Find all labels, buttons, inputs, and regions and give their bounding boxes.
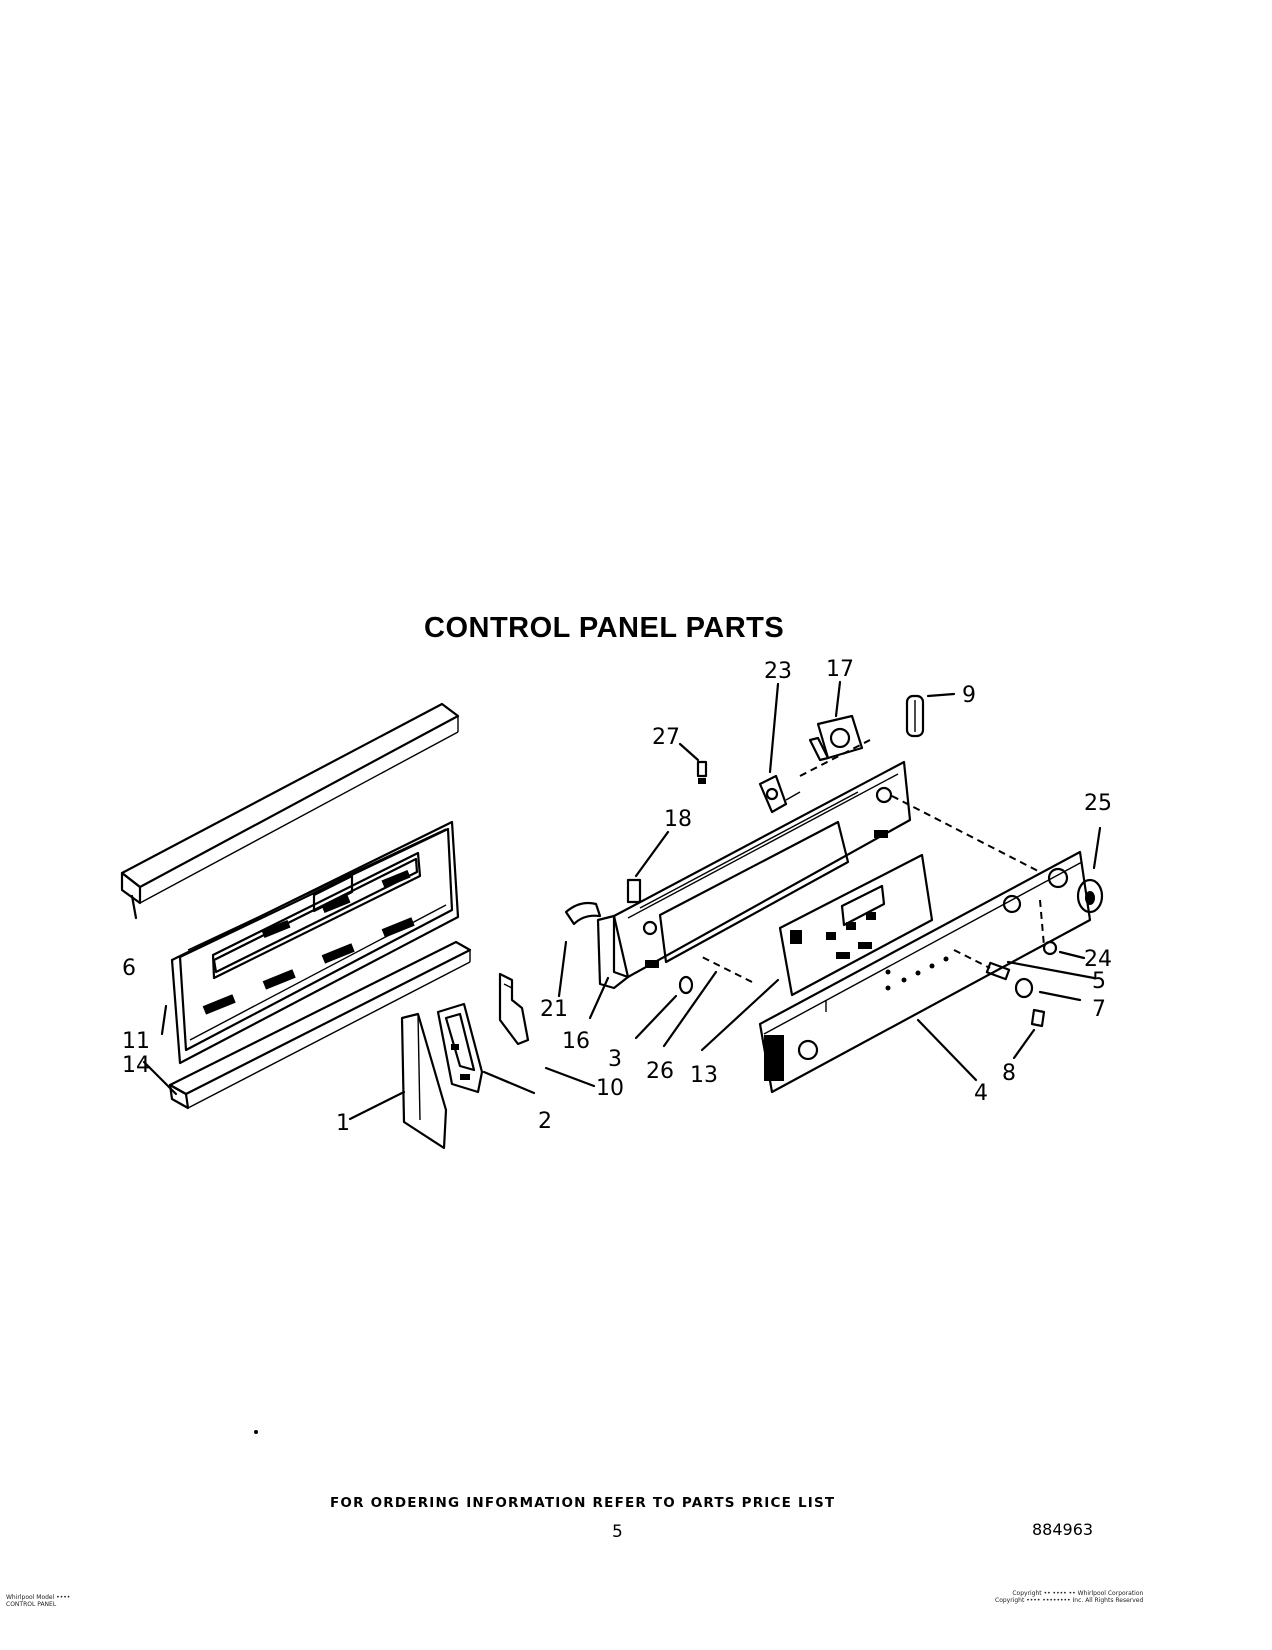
part-knob-large	[1076, 878, 1104, 914]
callout-17: 17	[826, 657, 854, 682]
fine-print-right-line2: Copyright •••• •••••••• Inc. All Rights …	[995, 1597, 1144, 1604]
document-code: 884963	[1032, 1520, 1094, 1539]
part-end-cap	[400, 1012, 448, 1150]
part-bracket	[498, 972, 530, 1046]
callout-16: 16	[562, 1029, 590, 1054]
fine-print-left-line2: CONTROL PANEL	[6, 1601, 57, 1608]
callout-24: 24	[1084, 947, 1112, 972]
part-timer-switch	[808, 714, 864, 762]
part-connector	[564, 901, 602, 926]
part-mounting-channel	[596, 760, 912, 990]
fine-print-left: Whirlpool Model •••• CONTROL PANEL	[6, 1594, 70, 1608]
callout-1: 1	[336, 1111, 350, 1136]
callout-7: 7	[1092, 997, 1106, 1022]
callout-6: 6	[122, 956, 136, 981]
alignment-lines	[699, 739, 1045, 983]
part-indicator-lamp	[905, 694, 925, 738]
page-number: 5	[612, 1522, 623, 1542]
part-end-bracket	[436, 1002, 484, 1094]
part-grommet	[678, 975, 694, 995]
callout-8: 8	[1002, 1061, 1016, 1086]
callout-2: 2	[538, 1109, 552, 1134]
part-infinite-switch	[758, 774, 801, 814]
page-title: CONTROL PANEL PARTS	[424, 612, 785, 644]
callout-10: 10	[596, 1076, 624, 1101]
callout-25: 25	[1084, 791, 1112, 816]
callout-21: 21	[540, 997, 568, 1022]
part-back-panel	[170, 820, 460, 1065]
stray-mark	[254, 1430, 258, 1434]
callout-13: 13	[690, 1063, 718, 1088]
callout-11: 11	[122, 1029, 150, 1054]
callout-3: 3	[608, 1047, 622, 1072]
fine-print-left-line1: Whirlpool Model ••••	[6, 1594, 71, 1601]
callout-23: 23	[764, 659, 792, 684]
leader-lines	[130, 680, 1102, 1121]
part-small-hardware	[985, 940, 1058, 1028]
part-trim-strip	[120, 702, 460, 905]
callout-9: 9	[962, 683, 976, 708]
callout-14: 14	[122, 1053, 150, 1078]
part-clip	[696, 760, 708, 784]
part-control-board	[778, 853, 934, 997]
part-clip-small	[626, 878, 642, 904]
callout-27: 27	[652, 725, 680, 750]
part-bottom-trim	[168, 940, 472, 1110]
fine-print-right: Copyright •• •••• •• Whirlpool Corporati…	[995, 1590, 1143, 1604]
ordering-note: FOR ORDERING INFORMATION REFER TO PARTS …	[330, 1495, 836, 1511]
callout-labels: 1 2 3 4 5 6 7 8 9 10 11 13 14 16 17 18 2…	[122, 657, 1112, 1136]
callout-26: 26	[646, 1059, 674, 1084]
callout-4: 4	[974, 1081, 988, 1106]
callout-5: 5	[1092, 969, 1106, 994]
callout-18: 18	[664, 807, 692, 832]
part-front-panel	[758, 850, 1092, 1094]
fine-print-right-line1: Copyright •• •••• •• Whirlpool Corporati…	[1012, 1590, 1144, 1597]
